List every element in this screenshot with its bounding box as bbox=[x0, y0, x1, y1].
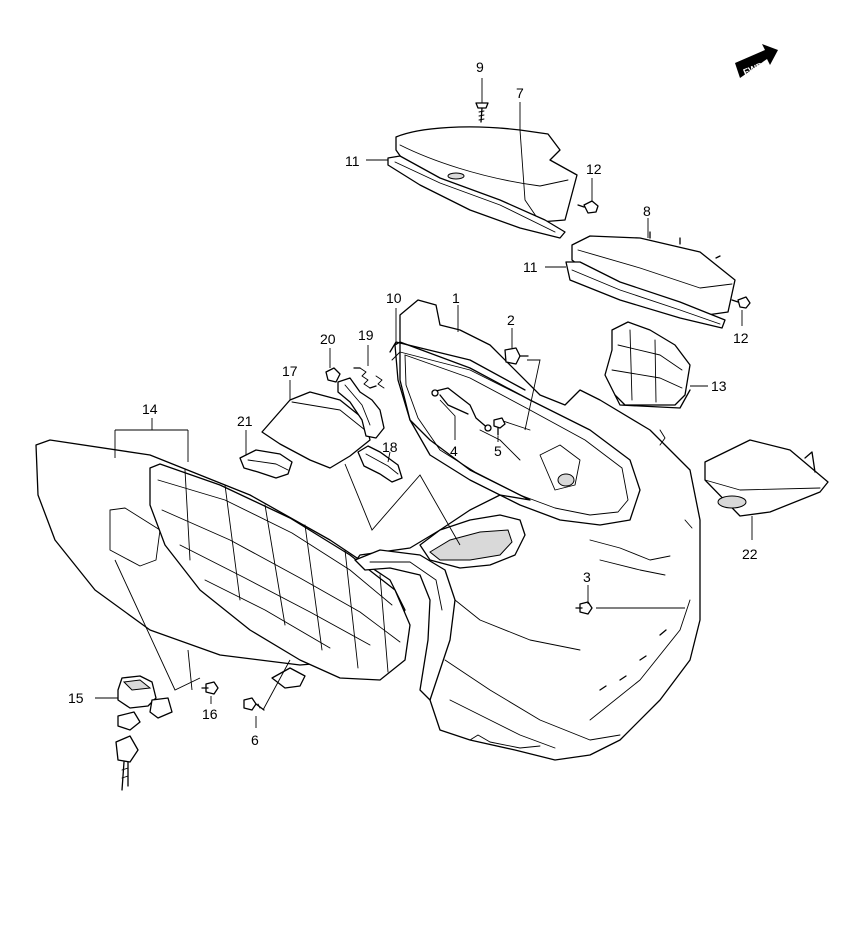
part-12-bolt-lower bbox=[731, 296, 751, 309]
callout-8: 8 bbox=[643, 203, 651, 219]
callout-19: 19 bbox=[358, 327, 374, 343]
callout-18: 18 bbox=[382, 439, 398, 455]
callout-16: 16 bbox=[202, 706, 218, 722]
part-14-inner-frame bbox=[149, 463, 411, 689]
part-1-inner-panel bbox=[344, 299, 701, 761]
callout-15: 15 bbox=[68, 690, 84, 706]
callout-21: 21 bbox=[237, 413, 253, 429]
callout-5: 5 bbox=[494, 443, 502, 459]
part-5-screw bbox=[493, 417, 506, 436]
part-4-bracket bbox=[431, 387, 492, 432]
part-8-middle-cover bbox=[571, 231, 736, 317]
part-16-screw bbox=[201, 681, 219, 695]
part-13-bracket bbox=[604, 321, 691, 409]
part-15-lock bbox=[115, 675, 173, 791]
callout-12-lower: 12 bbox=[733, 330, 749, 346]
part-3-screw bbox=[575, 601, 593, 615]
part-10-gasket bbox=[389, 341, 526, 396]
callout-13: 13 bbox=[711, 378, 727, 394]
part-18-latch bbox=[357, 445, 403, 483]
part-17-lid bbox=[261, 391, 371, 469]
part-2-bolt bbox=[504, 347, 529, 365]
callouts: 9 7 11 12 8 11 12 13 22 1 2 10 4 5 3 20 … bbox=[68, 59, 758, 748]
callout-6: 6 bbox=[251, 732, 259, 748]
callout-11-upper: 11 bbox=[345, 153, 360, 169]
part-door-hinge bbox=[354, 549, 456, 701]
callout-3: 3 bbox=[583, 569, 591, 585]
part-11-seal-lower bbox=[565, 261, 726, 329]
callout-4: 4 bbox=[450, 443, 458, 459]
part-19-spring bbox=[353, 367, 385, 389]
callout-12-upper: 12 bbox=[586, 161, 602, 177]
callout-1: 1 bbox=[452, 290, 460, 306]
part-hinge-arm bbox=[337, 377, 385, 439]
part-20-clip bbox=[325, 367, 341, 383]
callout-9: 9 bbox=[476, 59, 484, 75]
part-9-screw bbox=[475, 102, 489, 123]
callout-20: 20 bbox=[320, 331, 336, 347]
part-22-pocket-lid bbox=[704, 439, 829, 517]
callout-14: 14 bbox=[142, 401, 158, 417]
callout-17: 17 bbox=[282, 363, 298, 379]
part-12-bolt-upper bbox=[577, 200, 599, 214]
callout-11-lower: 11 bbox=[523, 259, 538, 275]
fwd-arrow-icon: FWD bbox=[735, 44, 778, 78]
callout-10: 10 bbox=[386, 290, 402, 306]
leader-lines bbox=[95, 78, 753, 728]
part-21-cover bbox=[239, 449, 293, 479]
part-6-bolt bbox=[243, 697, 265, 711]
callout-7: 7 bbox=[516, 85, 524, 101]
callout-22: 22 bbox=[742, 546, 758, 562]
callout-2: 2 bbox=[507, 312, 515, 328]
part-11-seal-upper bbox=[387, 155, 566, 239]
